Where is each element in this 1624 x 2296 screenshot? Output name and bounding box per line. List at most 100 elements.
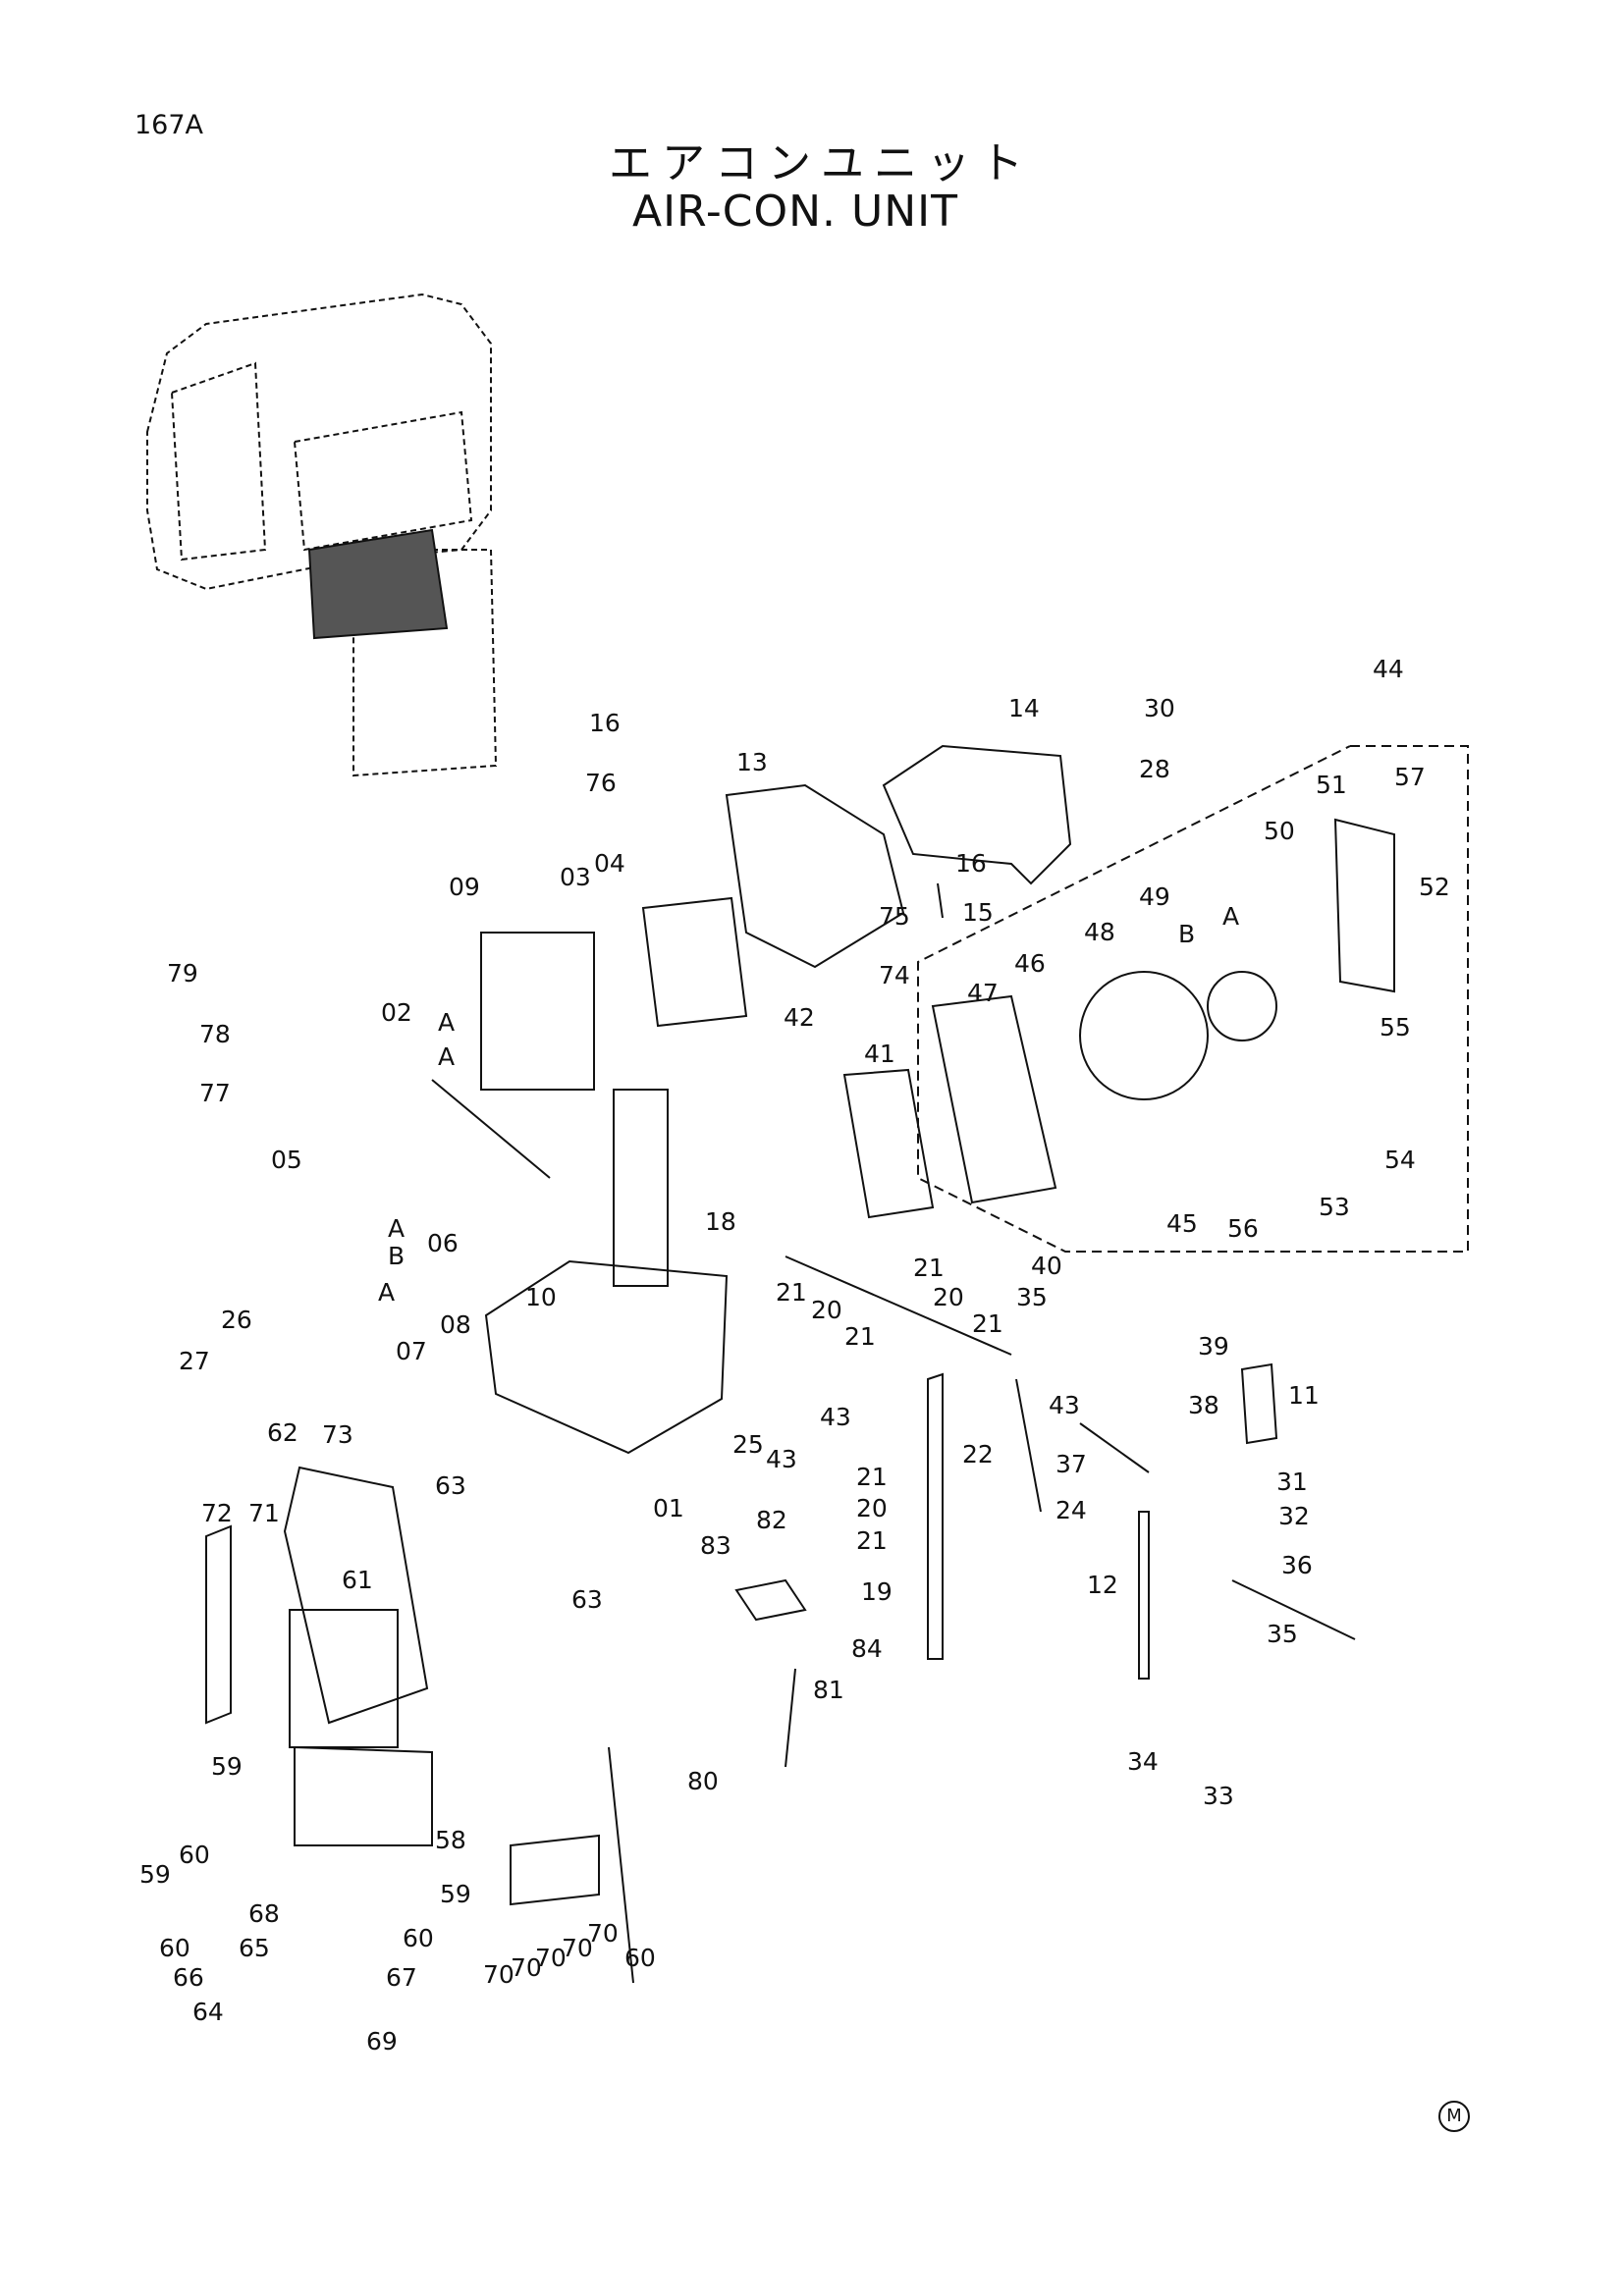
- callout-60: 60: [179, 1841, 210, 1869]
- callout-32: 32: [1278, 1502, 1310, 1530]
- callout-69: 69: [366, 2027, 398, 2056]
- callout-A: A: [378, 1278, 395, 1307]
- callout-59: 59: [440, 1880, 471, 1908]
- callout-03: 03: [560, 863, 591, 891]
- callout-58: 58: [435, 1826, 466, 1854]
- callout-84: 84: [851, 1634, 883, 1663]
- callout-50: 50: [1264, 817, 1295, 845]
- callout-05: 05: [271, 1146, 302, 1174]
- callout-30: 30: [1144, 694, 1175, 722]
- panel-72: [205, 1524, 232, 1725]
- machine-cab-outline: [146, 293, 498, 777]
- callout-62: 62: [267, 1418, 298, 1447]
- callout-A: A: [438, 1008, 455, 1037]
- callout-66: 66: [173, 1963, 204, 1992]
- callout-41: 41: [864, 1040, 895, 1068]
- callout-11: 11: [1288, 1381, 1320, 1410]
- callout-64: 64: [192, 1998, 224, 2026]
- callout-81: 81: [813, 1676, 844, 1704]
- callout-82: 82: [756, 1506, 787, 1534]
- duct-58: [294, 1745, 433, 1846]
- callout-A: A: [438, 1042, 455, 1071]
- duct-13: [725, 783, 905, 969]
- callout-20: 20: [933, 1283, 964, 1311]
- callout-35: 35: [1016, 1283, 1048, 1311]
- callout-48: 48: [1084, 918, 1115, 946]
- callout-07: 07: [396, 1337, 427, 1365]
- callout-83: 83: [700, 1531, 731, 1560]
- fan-housing-49: [1079, 971, 1209, 1100]
- callout-54: 54: [1384, 1146, 1416, 1174]
- callout-31: 31: [1276, 1468, 1308, 1496]
- callout-10: 10: [525, 1283, 557, 1311]
- callout-21: 21: [844, 1322, 876, 1351]
- callout-19: 19: [861, 1577, 893, 1606]
- callout-57: 57: [1394, 763, 1426, 791]
- callout-60: 60: [159, 1934, 190, 1962]
- plate-12: [1138, 1511, 1150, 1680]
- callout-56: 56: [1227, 1214, 1259, 1243]
- callout-28: 28: [1139, 755, 1170, 783]
- callout-39: 39: [1198, 1332, 1229, 1361]
- callout-61: 61: [342, 1566, 373, 1594]
- upper-cover-14: [882, 744, 1072, 885]
- callout-A: A: [388, 1214, 405, 1243]
- callout-71: 71: [248, 1499, 280, 1527]
- callout-55: 55: [1380, 1013, 1411, 1041]
- callout-43: 43: [820, 1403, 851, 1431]
- callout-52: 52: [1419, 873, 1450, 901]
- callout-26: 26: [221, 1306, 252, 1334]
- cover-62: [283, 1466, 429, 1725]
- callout-42: 42: [784, 1003, 815, 1032]
- callout-53: 53: [1319, 1193, 1350, 1221]
- callout-70: 70: [535, 1944, 567, 1972]
- callout-B: B: [1178, 920, 1195, 948]
- callout-43: 43: [1049, 1391, 1080, 1419]
- plate-11: [1240, 1362, 1278, 1445]
- callout-79: 79: [167, 959, 198, 988]
- callout-33: 33: [1203, 1782, 1234, 1810]
- callout-22: 22: [962, 1440, 994, 1468]
- cab-aircon-unit-highlight: [307, 528, 449, 640]
- fan-50: [1207, 971, 1277, 1041]
- callout-20: 20: [811, 1296, 842, 1324]
- callout-15: 15: [962, 898, 994, 927]
- callout-70: 70: [483, 1960, 514, 1989]
- callout-49: 49: [1139, 882, 1170, 911]
- callout-51: 51: [1316, 771, 1347, 799]
- seal-41: [842, 1068, 935, 1219]
- blower-assembly-dashed-outline: [917, 745, 1469, 1253]
- callout-70: 70: [587, 1919, 619, 1948]
- callout-68: 68: [248, 1899, 280, 1928]
- callout-B: B: [388, 1242, 405, 1270]
- callout-77: 77: [199, 1079, 231, 1107]
- callout-12: 12: [1087, 1571, 1118, 1599]
- heater-core-18: [613, 1089, 669, 1287]
- callout-34: 34: [1127, 1747, 1159, 1776]
- callout-08: 08: [440, 1310, 471, 1339]
- callout-25: 25: [732, 1430, 764, 1459]
- callout-21: 21: [856, 1526, 888, 1555]
- callout-59: 59: [139, 1860, 171, 1889]
- callout-A: A: [1222, 902, 1239, 931]
- callout-21: 21: [913, 1254, 945, 1282]
- lower-case-01: [484, 1259, 729, 1455]
- callout-16: 16: [955, 849, 987, 878]
- callout-63: 63: [435, 1471, 466, 1500]
- callout-63: 63: [571, 1585, 603, 1614]
- callout-72: 72: [201, 1499, 233, 1527]
- callout-74: 74: [879, 961, 910, 989]
- hose-24: [1015, 1378, 1042, 1513]
- footer-circle-mark: M: [1438, 2101, 1470, 2132]
- page-code: 167A: [135, 110, 204, 140]
- callout-45: 45: [1166, 1209, 1198, 1238]
- title-japanese: エアコンユニット: [609, 138, 1033, 188]
- callout-02: 02: [381, 998, 412, 1027]
- callout-59: 59: [211, 1752, 243, 1781]
- callout-24: 24: [1056, 1496, 1087, 1524]
- callout-09: 09: [449, 873, 480, 901]
- callout-70: 70: [562, 1934, 593, 1962]
- case-47: [931, 994, 1057, 1204]
- callout-04: 04: [594, 849, 625, 878]
- callout-labels: 75 74 14 30 44 16 13 28 76 57 51 09 03 0…: [139, 655, 1450, 2056]
